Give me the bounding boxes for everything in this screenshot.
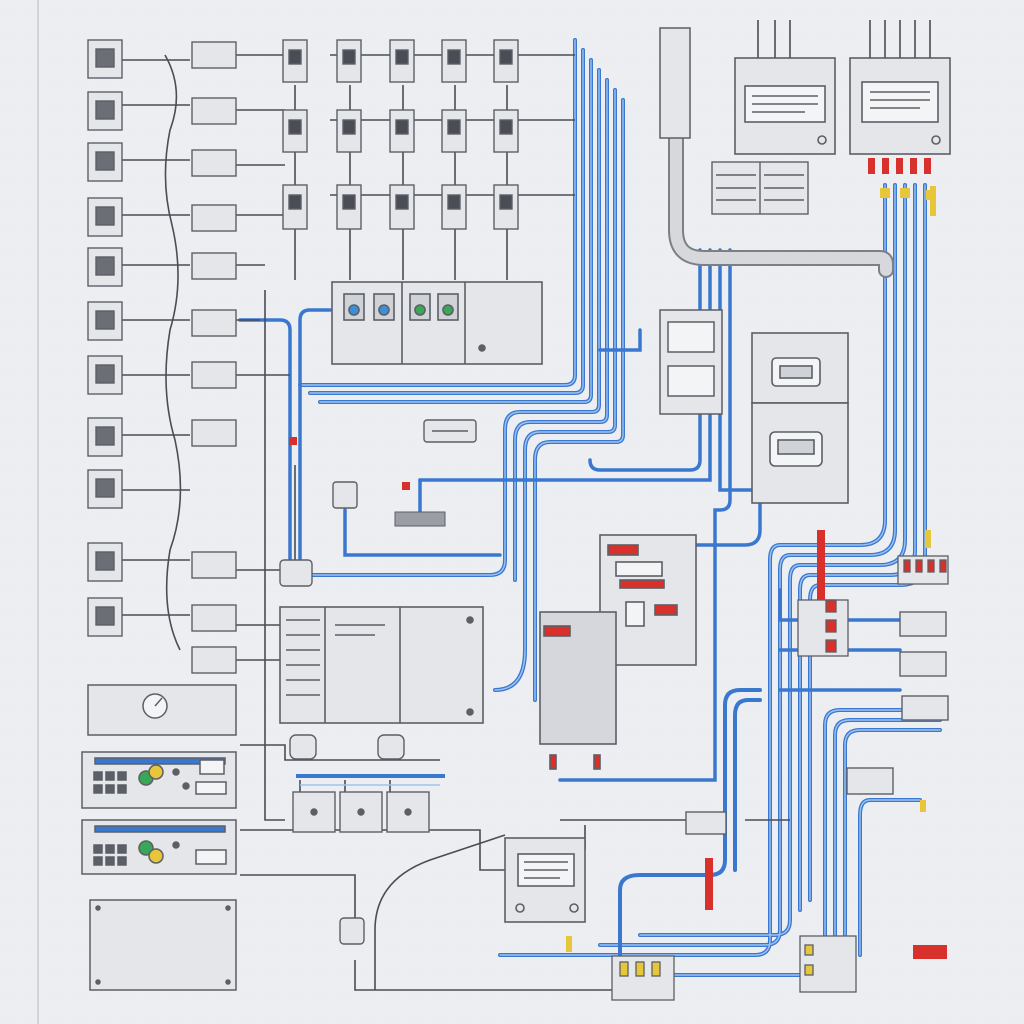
- junction-box: [191, 309, 237, 337]
- outlet-module: [87, 417, 123, 457]
- control-unit-top-2: [849, 57, 951, 155]
- outlet-module: [87, 301, 123, 341]
- cable-bundle-center-vertical: [298, 38, 625, 702]
- small-junction-bottom: [339, 917, 365, 945]
- junction-box: [191, 551, 237, 579]
- junction-box: [899, 651, 947, 677]
- junction-box: [191, 97, 237, 125]
- breaker-row: [282, 109, 519, 153]
- yellow-cable-clips: [566, 186, 936, 952]
- terminal-strip-right-upper: [897, 555, 949, 585]
- junction-box: [191, 252, 237, 280]
- terminal-block-top: [711, 161, 809, 215]
- junction-box: [846, 767, 894, 795]
- junction-box: [191, 419, 237, 447]
- breaker-grid: [282, 39, 519, 230]
- sensor-box: [332, 481, 358, 509]
- meter-panel-upper: [751, 332, 849, 404]
- terminal-strip-bottom: [611, 935, 857, 1001]
- vertical-bus-bar: [659, 27, 691, 139]
- blank-enclosure: [89, 899, 237, 991]
- junction-box: [685, 811, 727, 835]
- junction-box: [191, 41, 237, 69]
- junction-box: [191, 149, 237, 177]
- outlet-module: [87, 91, 123, 131]
- outlet-module: [87, 355, 123, 395]
- outlet-module: [87, 469, 123, 509]
- display-panel-bottom: [504, 837, 586, 923]
- junction-box: [899, 611, 947, 637]
- outlet-modules-left: [87, 39, 123, 637]
- terminal-strip-right-mid: [797, 599, 849, 657]
- outlet-module: [87, 39, 123, 79]
- conduit-upper-inner: [670, 134, 892, 276]
- relay-small: [423, 419, 477, 443]
- indicator-blue-icon: [378, 304, 390, 316]
- outlet-module: [87, 197, 123, 237]
- indicator-green-icon: [442, 304, 454, 316]
- dark-wires: [120, 20, 931, 991]
- junction-box: [901, 695, 949, 721]
- coupler-box: [279, 559, 313, 587]
- outlet-module: [87, 142, 123, 182]
- junction-boxes-right: [685, 611, 949, 835]
- outlet-row-bottom: [292, 791, 430, 833]
- distribution-panel-main: [331, 281, 543, 365]
- control-cabinet-center: [279, 606, 484, 724]
- outlet-module: [87, 542, 123, 582]
- outlet-module: [87, 247, 123, 287]
- junction-box: [191, 204, 237, 232]
- breaker-cabinet-lower: [539, 611, 617, 770]
- outlet-module: [87, 597, 123, 637]
- gauge-panel: [87, 684, 237, 736]
- control-unit-top-1: [734, 57, 836, 155]
- junction-box: [191, 604, 237, 632]
- control-panel-left-lower: [81, 819, 237, 875]
- bus-rail-bottom: [296, 774, 445, 786]
- junction-box: [191, 361, 237, 389]
- connector-pair: [289, 734, 405, 760]
- indicator-green-icon: [414, 304, 426, 316]
- switch-box-mid: [659, 309, 723, 415]
- junction-box: [191, 646, 237, 674]
- indicator-blue-icon: [348, 304, 360, 316]
- breaker-row: [282, 39, 519, 83]
- junction-boxes-left: [191, 41, 237, 674]
- control-panel-left-upper: [81, 751, 237, 809]
- red-indicator-switch: [289, 437, 446, 527]
- breaker-row: [282, 184, 519, 230]
- meter-panel-lower: [751, 402, 849, 504]
